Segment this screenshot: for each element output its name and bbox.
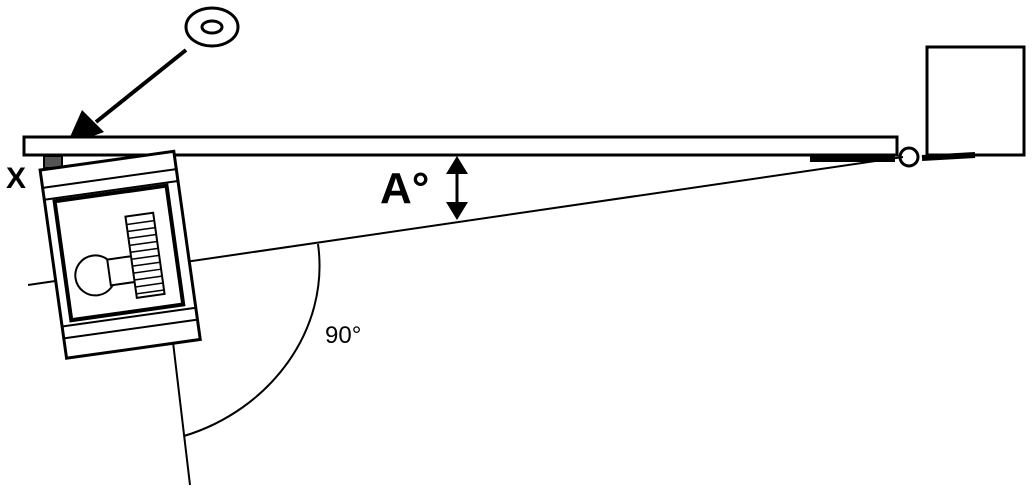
motor-gear-icon [38,149,202,360]
right-angle-label: 90° [325,322,361,349]
angle-label: A° [380,164,429,213]
post-block [925,45,1026,157]
callout-arrow [66,48,188,146]
washer-icon [184,6,240,48]
horizontal-beam [22,135,899,157]
right-angle-arc [183,243,321,437]
post-bracket [921,152,976,161]
angle-double-arrow [446,156,468,220]
x-label: X [6,162,26,195]
